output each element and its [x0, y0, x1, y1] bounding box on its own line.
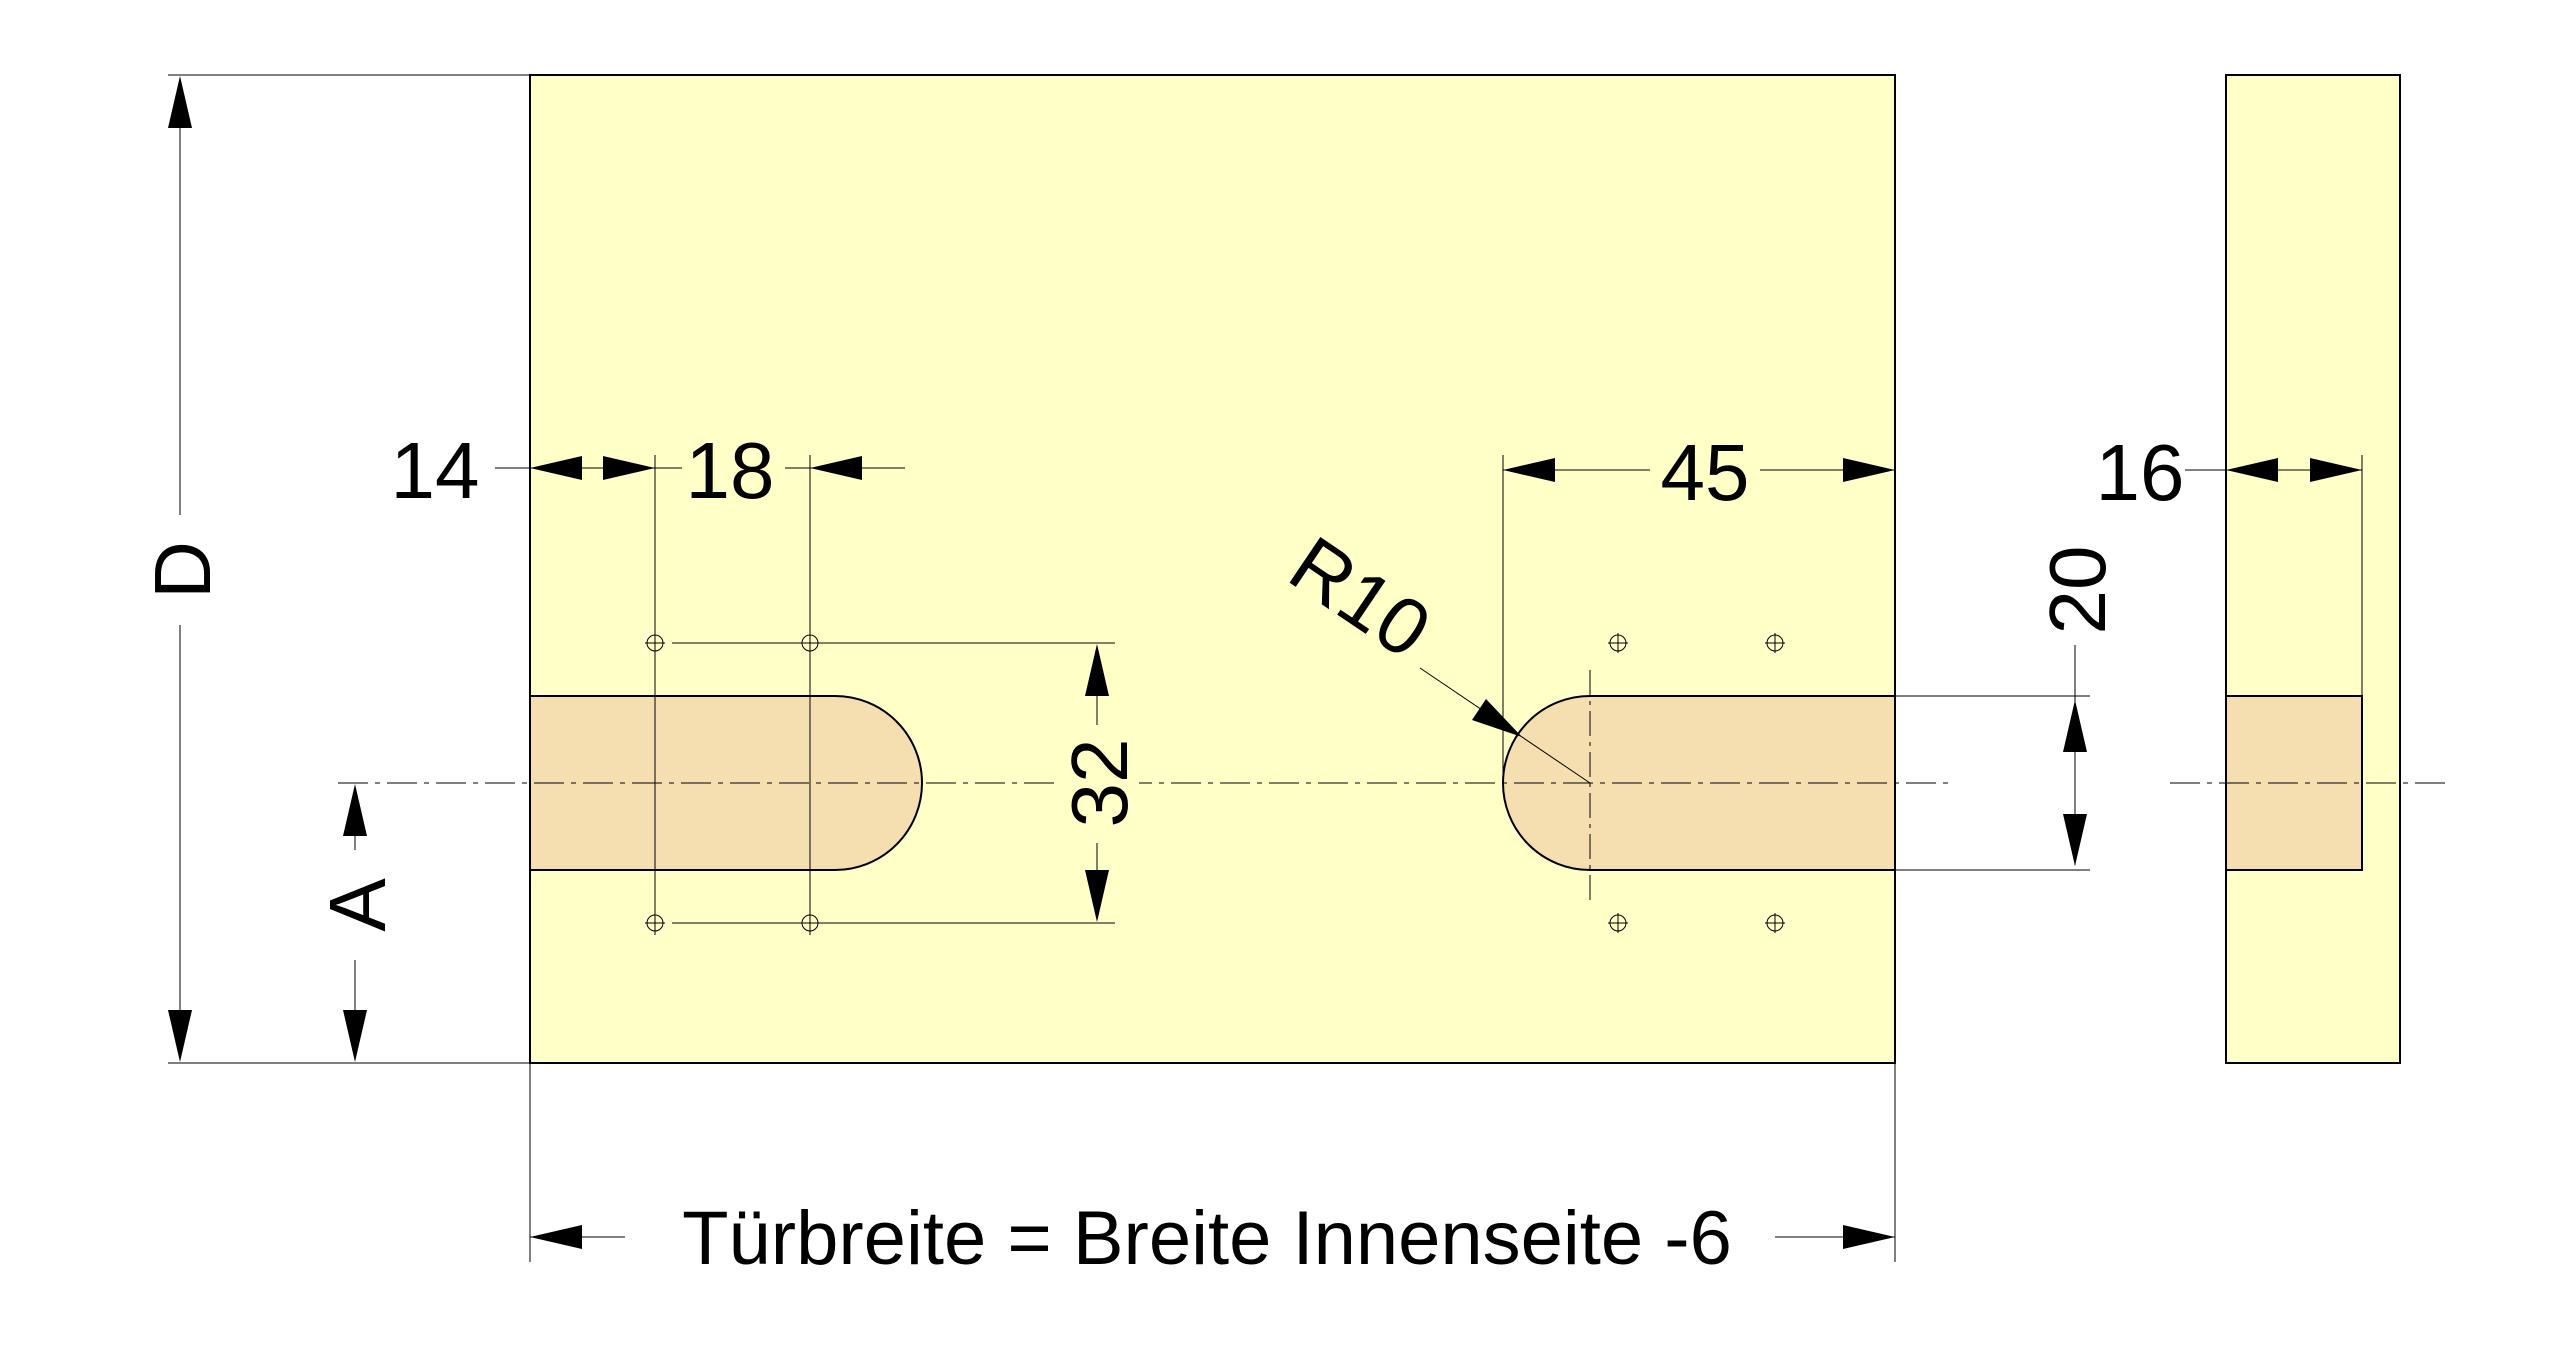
dimension-16: 16	[2096, 428, 2362, 517]
center-lines	[338, 670, 2450, 900]
hole-5	[1608, 633, 1628, 653]
hole-7	[1608, 913, 1628, 933]
mounting-holes	[645, 633, 1785, 933]
dim-16-label: 16	[2096, 428, 2185, 517]
hole-1	[645, 633, 665, 653]
dim-20-label: 20	[2033, 546, 2122, 635]
dim-32-label: 32	[1055, 739, 1144, 828]
hole-8	[1765, 913, 1785, 933]
door-panel-front-view	[529, 74, 1896, 1064]
dimension-20: 20	[2033, 546, 2122, 866]
dimension-45: 45	[1503, 428, 1895, 517]
hole-2	[800, 633, 820, 653]
dimension-32: 32	[1055, 644, 1144, 922]
dim-d-label: D	[138, 541, 227, 599]
dim-width-label: Türbreite = Breite Innenseite -6	[682, 1196, 1732, 1281]
dimension-18: 18	[655, 426, 905, 515]
dim-14-label: 14	[391, 426, 480, 515]
dim-18-label: 18	[686, 426, 775, 515]
dimension-14: 14	[391, 426, 655, 515]
hole-6	[1765, 633, 1785, 653]
left-slot	[529, 695, 923, 871]
dimension-width: Türbreite = Breite Innenseite -6	[530, 1196, 1895, 1281]
dimension-d: D	[138, 76, 227, 1062]
door-panel-side-view	[2225, 74, 2401, 1064]
hole-4	[800, 913, 820, 933]
dim-a-label: A	[313, 878, 402, 932]
hole-3	[645, 913, 665, 933]
dimension-a: A	[313, 784, 402, 1062]
dim-45-label: 45	[1661, 428, 1750, 517]
extension-lines	[168, 74, 2363, 1262]
